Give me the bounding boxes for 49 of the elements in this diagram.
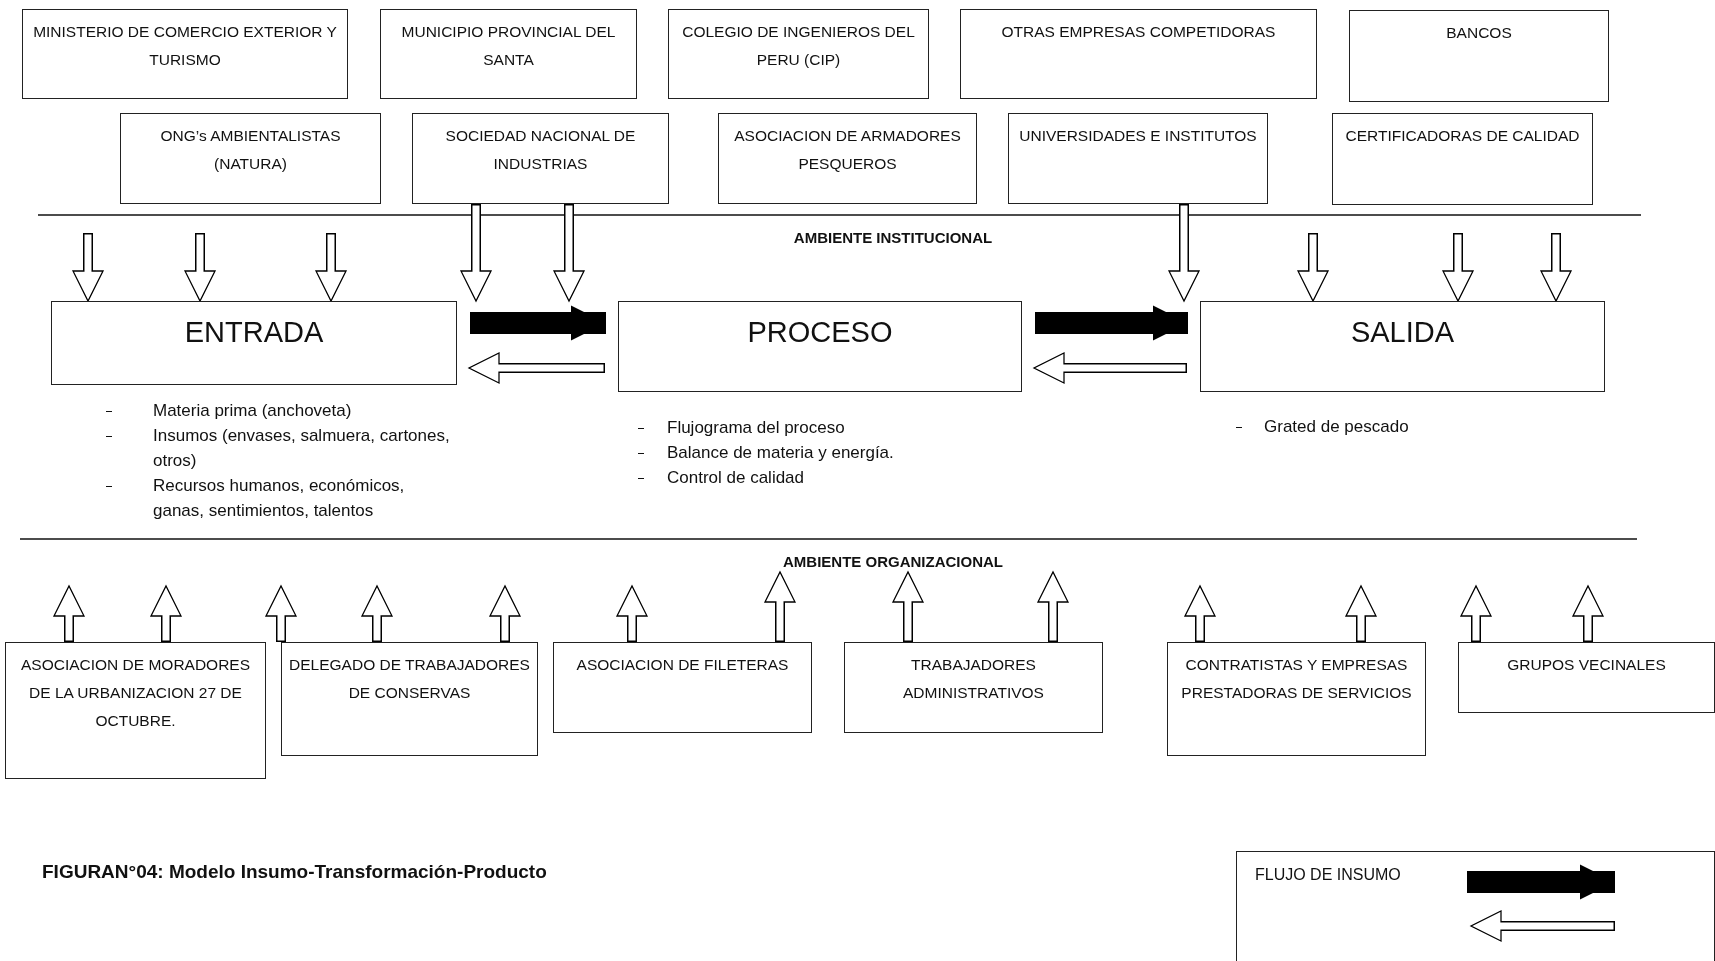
stakeholder-name: CERTIFICADORAS DE CALIDAD <box>1344 126 1581 146</box>
process-box <box>380 9 637 99</box>
stakeholder-name: COLEGIO DE INGENIEROS DEL PERU (CIP) <box>681 22 916 70</box>
process-box <box>1349 10 1609 102</box>
list-item: Insumos (envases, salmuera, cartones, otros) <box>153 425 451 472</box>
stakeholder-name: ASOCIACION DE FILETERAS <box>575 655 790 675</box>
stakeholder-name: MUNICIPIO PROVINCIAL DEL SANTA <box>400 22 617 70</box>
list-item: Materia prima (anchoveta) <box>153 400 353 422</box>
process-box <box>412 113 669 204</box>
list-item: Balance de materia y energía. <box>667 442 895 464</box>
process-box <box>718 113 977 204</box>
process-box <box>618 301 1022 392</box>
stakeholder-name: MINISTERIO DE COMERCIO EXTERIOR Y TURISMO <box>32 22 338 70</box>
process-box <box>281 642 538 756</box>
figure-caption: FIGURAN°04: Modelo Insumo-Transformación-Producto <box>42 860 548 884</box>
section-label: AMBIENTE INSTITUCIONAL <box>793 229 993 246</box>
stakeholder-name: TRABAJADORES ADMINISTRATIVOS <box>902 655 1045 703</box>
process-box <box>1458 642 1715 713</box>
stakeholder-name: GRUPOS VECINALES <box>1506 655 1667 675</box>
process-box <box>22 9 348 99</box>
process-box <box>120 113 381 204</box>
process-box <box>844 642 1103 733</box>
legend-label: FLUJO DE INSUMO <box>1255 866 1401 884</box>
stakeholder-name: OTRAS EMPRESAS COMPETIDORAS <box>1000 22 1277 42</box>
process-box <box>1332 113 1593 205</box>
stakeholder-name: CONTRATISTAS Y EMPRESAS PRESTADORAS DE SERVICIOS <box>1180 655 1413 703</box>
stakeholder-name: DELEGADO DE TRABAJADORES DE CONSERVAS <box>288 655 531 703</box>
stakeholder-name: ASOCIACION DE ARMADORES PESQUEROS <box>733 126 962 174</box>
process-box <box>1008 113 1268 204</box>
process-box <box>960 9 1317 99</box>
process-box <box>668 9 929 99</box>
process-box <box>51 301 457 385</box>
list-item: Recursos humanos, económicos, ganas, sentimientos, talentos <box>153 475 406 522</box>
process-box <box>1200 301 1605 392</box>
list-item: Control de calidad <box>667 467 806 489</box>
stage-title: SALIDA <box>1349 315 1456 350</box>
stakeholder-name: UNIVERSIDADES E INSTITUTOS <box>1018 126 1258 146</box>
section-label: AMBIENTE ORGANIZACIONAL <box>782 552 1004 572</box>
list-item: Grated de pescado <box>1264 416 1410 438</box>
stakeholder-name: BANCOS <box>1445 23 1513 43</box>
stakeholder-name: ASOCIACION DE MORADORES DE LA URBANIZACION 27 DE OCTUBRE. <box>19 655 252 731</box>
process-box <box>5 642 266 779</box>
stage-title: ENTRADA <box>183 315 325 350</box>
stakeholder-name: SOCIEDAD NACIONAL DE INDUSTRIAS <box>444 126 637 174</box>
stage-title: PROCESO <box>746 315 894 350</box>
process-box <box>553 642 812 733</box>
process-box <box>1167 642 1426 756</box>
stakeholder-name: ONG’s AMBIENTALISTAS (NATURA) <box>159 126 342 174</box>
list-item: Flujograma del proceso <box>667 417 846 439</box>
